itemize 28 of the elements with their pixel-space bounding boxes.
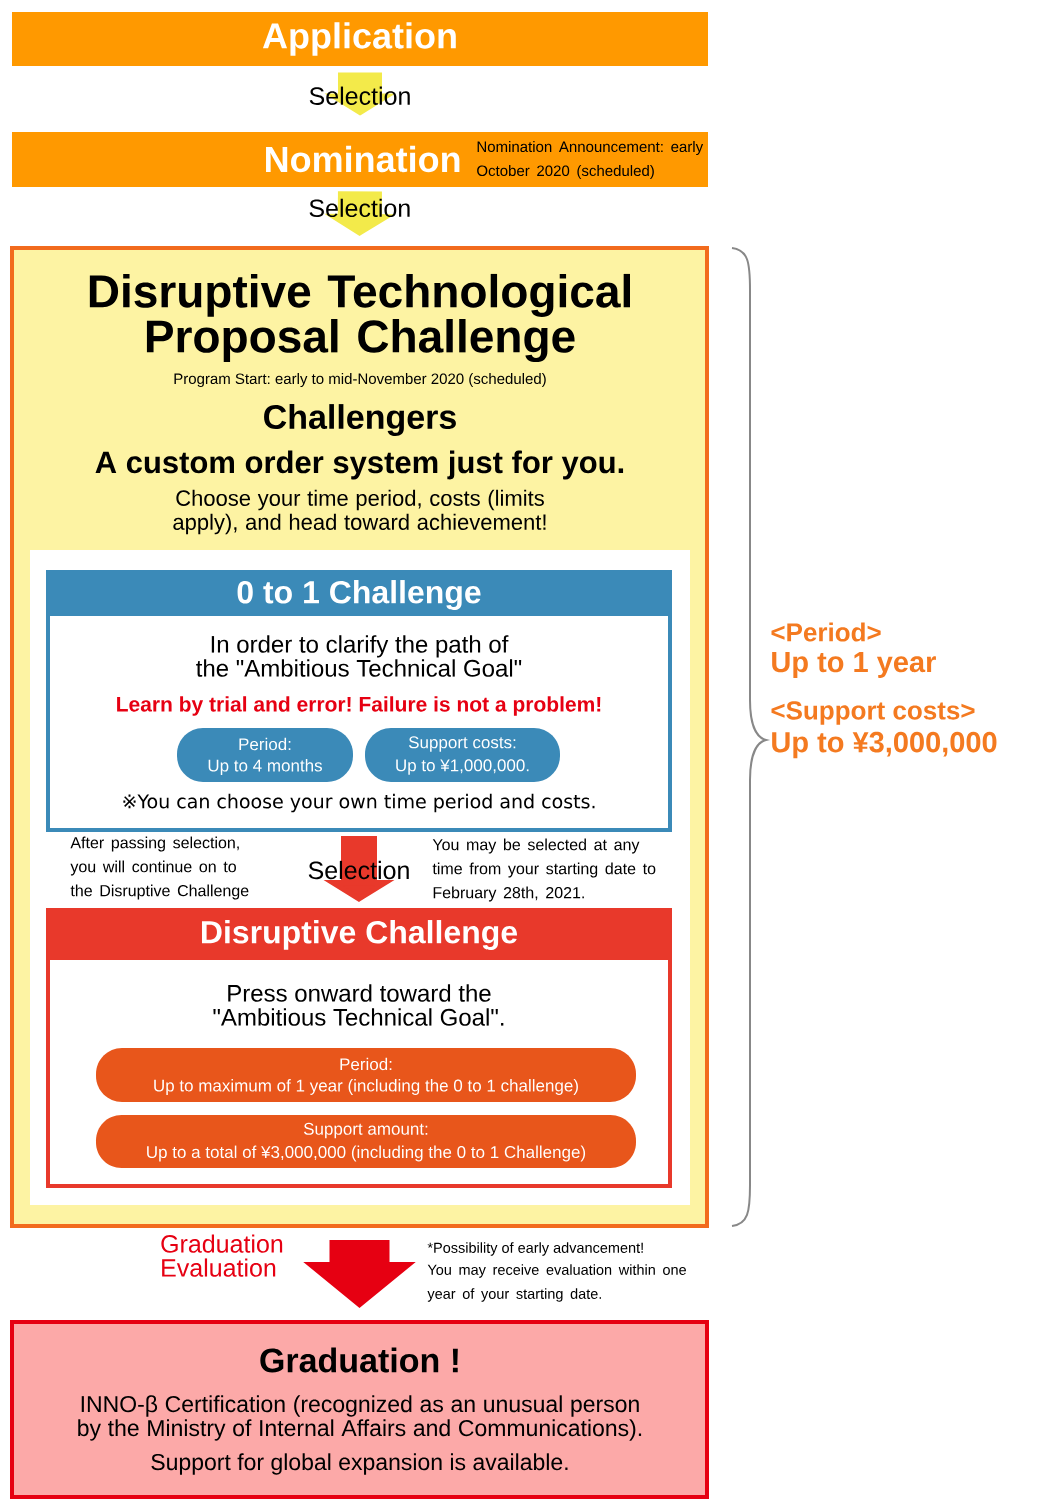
announcement-note: Nomination Announcement: early October 2020 (scheduled) (477, 141, 704, 179)
graduation-box (10, 1320, 709, 1499)
cost-value: Up to ¥3,000,000 (772, 731, 997, 759)
edge-label: Graduation Evaluation (161, 1234, 283, 1277)
info-pill: Period: Up to 4 months (177, 728, 353, 782)
period-value: Up to 1 year (772, 652, 936, 678)
tagline: A custom order system just for you. (95, 450, 624, 480)
info-pill: Period: Up to maximum of 1 year (including the 0 to 1 challenge) (96, 1048, 636, 1102)
side-note: After passing selection, you will continue on to the Disruptive Challenge (70, 836, 249, 900)
side-note: You may be selected at any time from your starting date to February 28th, 2021. (432, 838, 656, 902)
certification-text: INNO-β Certification (recognized as an unusual person by the Ministry of Internal Affairs and Communications). (78, 1395, 642, 1441)
cost-heading: <Support costs> (771, 701, 975, 725)
info-pill: Support costs: Up to ¥1,000,000. (365, 728, 560, 782)
goal-text: Press onward toward the "Ambitious Technical Goal". (213, 984, 504, 1026)
emphasis-text: Learn by trial and error! Failure is not a problem! (117, 696, 601, 716)
info-pill: Support amount: Up to a total of ¥3,000,000 (including the 0 to 1 Challenge) (96, 1115, 636, 1168)
subtitle: Challengers (264, 404, 456, 436)
note-text: ※You can choose your own time period and costs. (123, 793, 595, 813)
side-note: You may receive evaluation within one year of your starting date. (427, 1264, 686, 1302)
goal-text: In order to clarify the path of the "Ambitious Technical Goal" (196, 635, 522, 677)
stage-band: Application (12, 12, 708, 66)
start-date-note: Program Start: early to mid-November 2020 (scheduled) (174, 373, 546, 387)
description: Choose your time period, costs (limits apply), and head toward achievement! (173, 489, 546, 535)
program-title: Disruptive Technological Proposal Challenge (89, 273, 630, 363)
graduation-heading: Graduation ! (260, 1347, 458, 1373)
side-note: *Possibility of early advancement! (427, 1242, 643, 1256)
support-text: Support for global expansion is available. (151, 1453, 568, 1475)
period-heading: <Period> (771, 622, 881, 642)
